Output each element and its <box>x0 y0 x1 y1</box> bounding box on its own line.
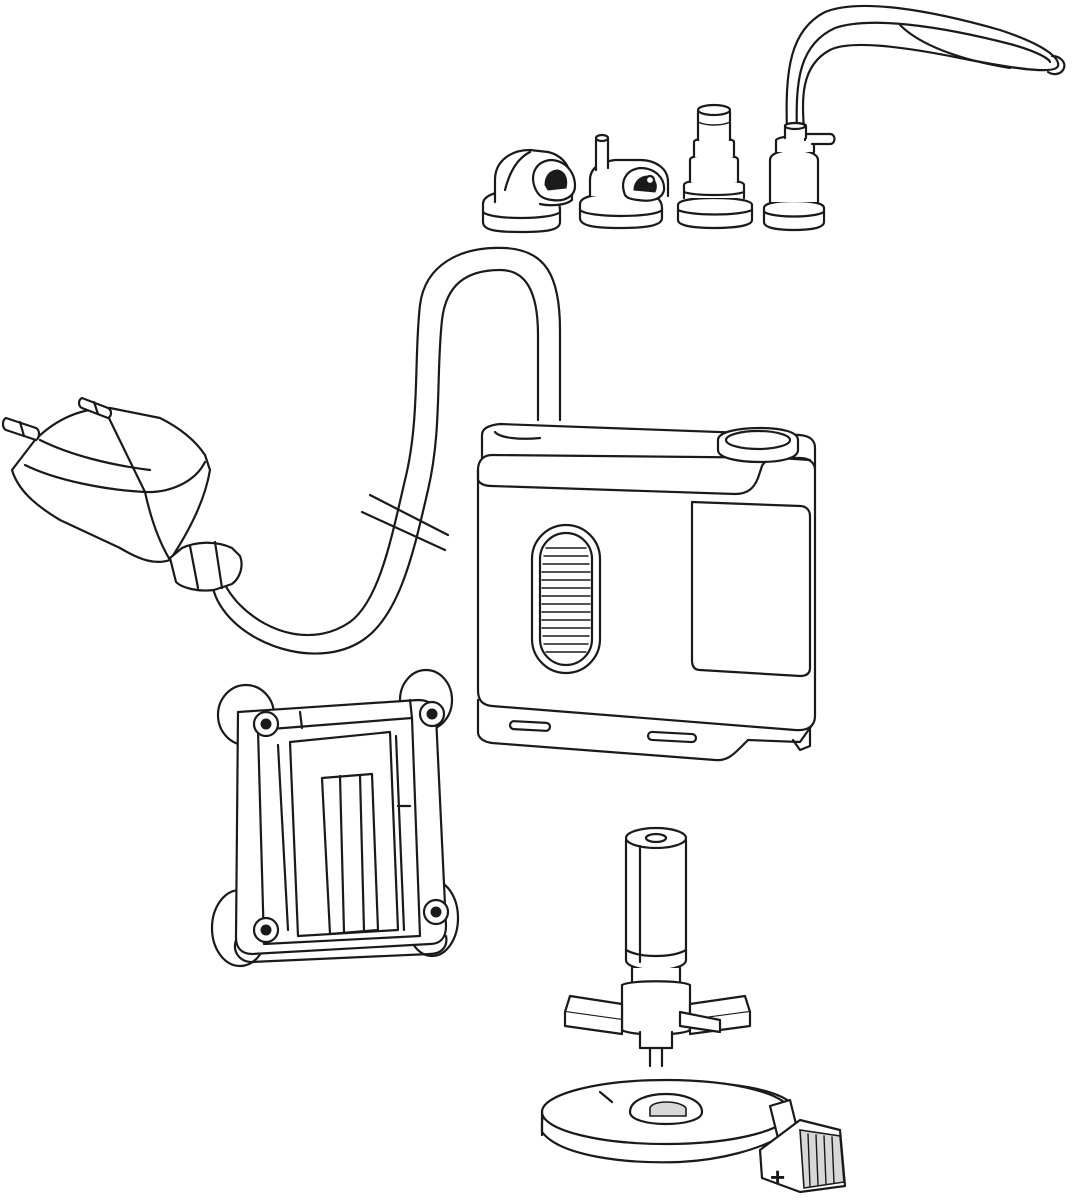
plug-icon <box>3 398 242 591</box>
air-tube-adapter-icon <box>764 123 835 230</box>
air-tube <box>787 6 1065 130</box>
intake-cover-icon: + <box>542 1080 845 1192</box>
impeller-icon <box>565 828 750 1066</box>
suction-holder-icon <box>212 670 458 966</box>
stepped-adapter-icon <box>678 105 752 228</box>
pump-grille-slots <box>542 548 590 652</box>
elbow-nozzle-icon <box>483 150 575 232</box>
flow-regulator-plus-symbol: + <box>770 1162 785 1192</box>
spray-nozzle-icon <box>580 135 668 228</box>
pump-icon <box>478 424 815 760</box>
power-cable <box>212 248 560 654</box>
